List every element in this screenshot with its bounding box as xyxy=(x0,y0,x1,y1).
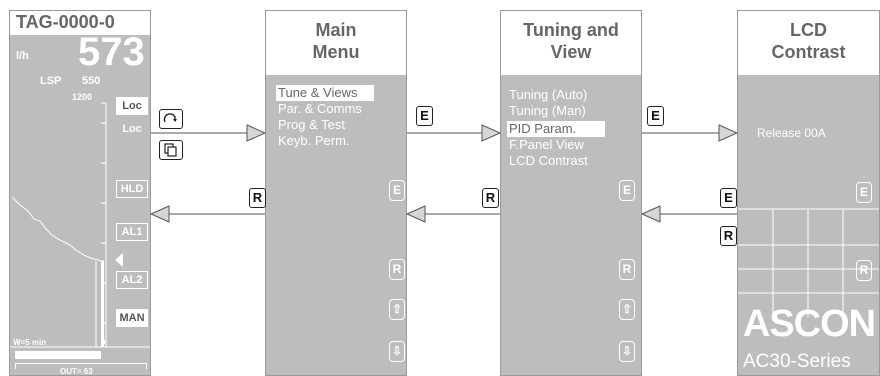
series-label: AC30-Series xyxy=(743,351,851,372)
pv-value: 573 xyxy=(78,30,145,74)
tuning-view-panel: Tuning and View Tuning (Auto) Tuning (Ma… xyxy=(500,10,642,376)
al2-indicator: AL2 xyxy=(116,271,148,289)
tag-header xyxy=(10,11,150,35)
main-up-button[interactable]: ⇧ xyxy=(389,299,405,320)
menu-item-tuning-auto[interactable]: Tuning (Auto) xyxy=(509,87,588,102)
main-return-button[interactable]: R xyxy=(389,259,405,280)
tuning-up-button[interactable]: ⇧ xyxy=(619,299,635,320)
main-down-button[interactable]: ⇩ xyxy=(389,341,405,362)
return-key-3[interactable]: R xyxy=(720,226,737,246)
unit-label: l/h xyxy=(16,50,29,62)
main-enter-button[interactable]: E xyxy=(389,180,405,201)
loc-indicator-2: Loc xyxy=(122,123,142,135)
lcd-return-button[interactable]: R xyxy=(856,260,872,281)
return-key-2[interactable]: R xyxy=(482,188,499,208)
loc-indicator-1: Loc xyxy=(116,97,148,115)
lcd-contrast-header: LCD Contrast xyxy=(738,11,879,75)
tag-title: TAG-0000-0 xyxy=(16,12,115,32)
window-label: W=5 min xyxy=(13,338,47,347)
lcd-contrast-title-line2: Contrast xyxy=(771,42,846,62)
output-label: OUT= 63 xyxy=(60,367,93,376)
al1-indicator: AL1 xyxy=(116,223,148,241)
lcd-enter-button[interactable]: E xyxy=(856,182,872,203)
tuning-down-button[interactable]: ⇩ xyxy=(619,341,635,362)
svg-text:ASCON: ASCON xyxy=(743,303,875,341)
output-bar xyxy=(15,351,101,359)
menu-item-tuning-man[interactable]: Tuning (Man) xyxy=(509,103,586,118)
copy-icon[interactable] xyxy=(159,140,183,160)
cycle-icon[interactable] xyxy=(159,109,183,129)
enter-key-2[interactable]: E xyxy=(647,106,664,126)
main-menu-title-line2: Menu xyxy=(312,42,360,62)
output-scale xyxy=(15,363,147,369)
lcd-contrast-title-line1: LCD xyxy=(790,20,827,40)
ascon-logo: ASCON xyxy=(743,303,876,341)
tuning-view-title-line1: Tuning and xyxy=(523,20,619,40)
menu-item-prog-test[interactable]: Prog & Test xyxy=(278,117,345,132)
scale-max: 1200 xyxy=(72,92,93,102)
main-menu-title-line1: Main xyxy=(315,20,357,40)
tuning-view-title-line2: View xyxy=(550,42,592,62)
contrast-grid xyxy=(738,208,879,317)
lcd-contrast-panel: LCD Contrast Release 00A E R ASCON AC30-… xyxy=(737,10,880,376)
menu-item-pid-param[interactable]: PID Param. xyxy=(507,121,605,137)
enter-key-1[interactable]: E xyxy=(416,106,433,126)
tuning-enter-button[interactable]: E xyxy=(619,180,635,201)
menu-item-par-comms[interactable]: Par. & Comms xyxy=(278,101,362,116)
menu-item-tune-views[interactable]: Tune & Views xyxy=(276,85,374,101)
lsp-label: LSP xyxy=(40,75,62,87)
tuning-view-header: Tuning and View xyxy=(501,11,641,75)
release-label: Release 00A xyxy=(757,126,826,140)
main-menu-header: Main Menu xyxy=(266,11,406,75)
man-indicator: MAN xyxy=(116,309,148,327)
trend-chart xyxy=(10,102,150,348)
main-menu-panel: Main Menu Tune & Views Par. & Comms Prog… xyxy=(265,10,407,376)
lsp-value: 550 xyxy=(82,75,101,87)
tuning-return-button[interactable]: R xyxy=(619,259,635,280)
menu-item-fpanel-view[interactable]: F.Panel View xyxy=(509,137,584,152)
scale-min: 0 xyxy=(101,338,106,347)
hld-indicator: HLD xyxy=(116,180,148,198)
enter-key-3[interactable]: E xyxy=(720,188,737,208)
return-key-1[interactable]: R xyxy=(249,188,266,208)
menu-item-keyb-perm[interactable]: Keyb. Perm. xyxy=(278,133,350,148)
menu-item-lcd-contrast[interactable]: LCD Contrast xyxy=(509,153,588,168)
instrument-panel: TAG-0000-0 l/h 573 LSP 550 1200 W=5 min … xyxy=(9,10,151,376)
